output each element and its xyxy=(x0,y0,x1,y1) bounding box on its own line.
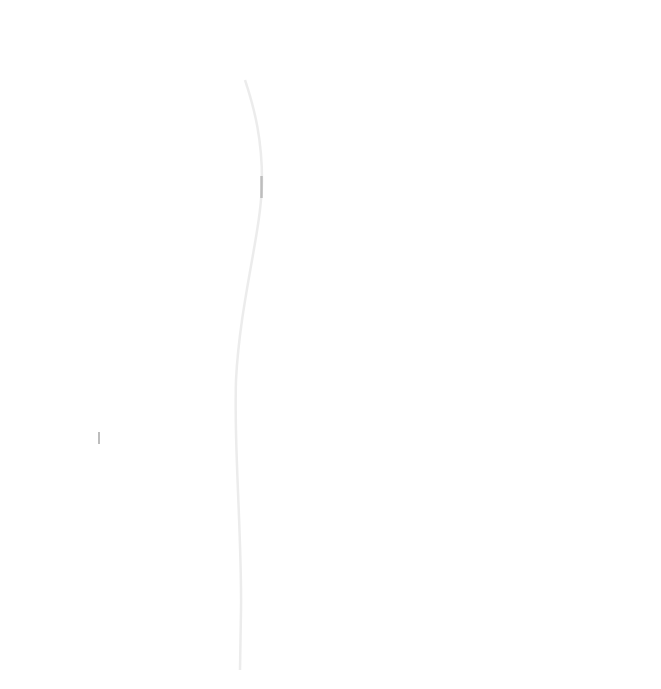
faint-tick-mark xyxy=(98,432,100,444)
faint-curve xyxy=(234,79,264,671)
